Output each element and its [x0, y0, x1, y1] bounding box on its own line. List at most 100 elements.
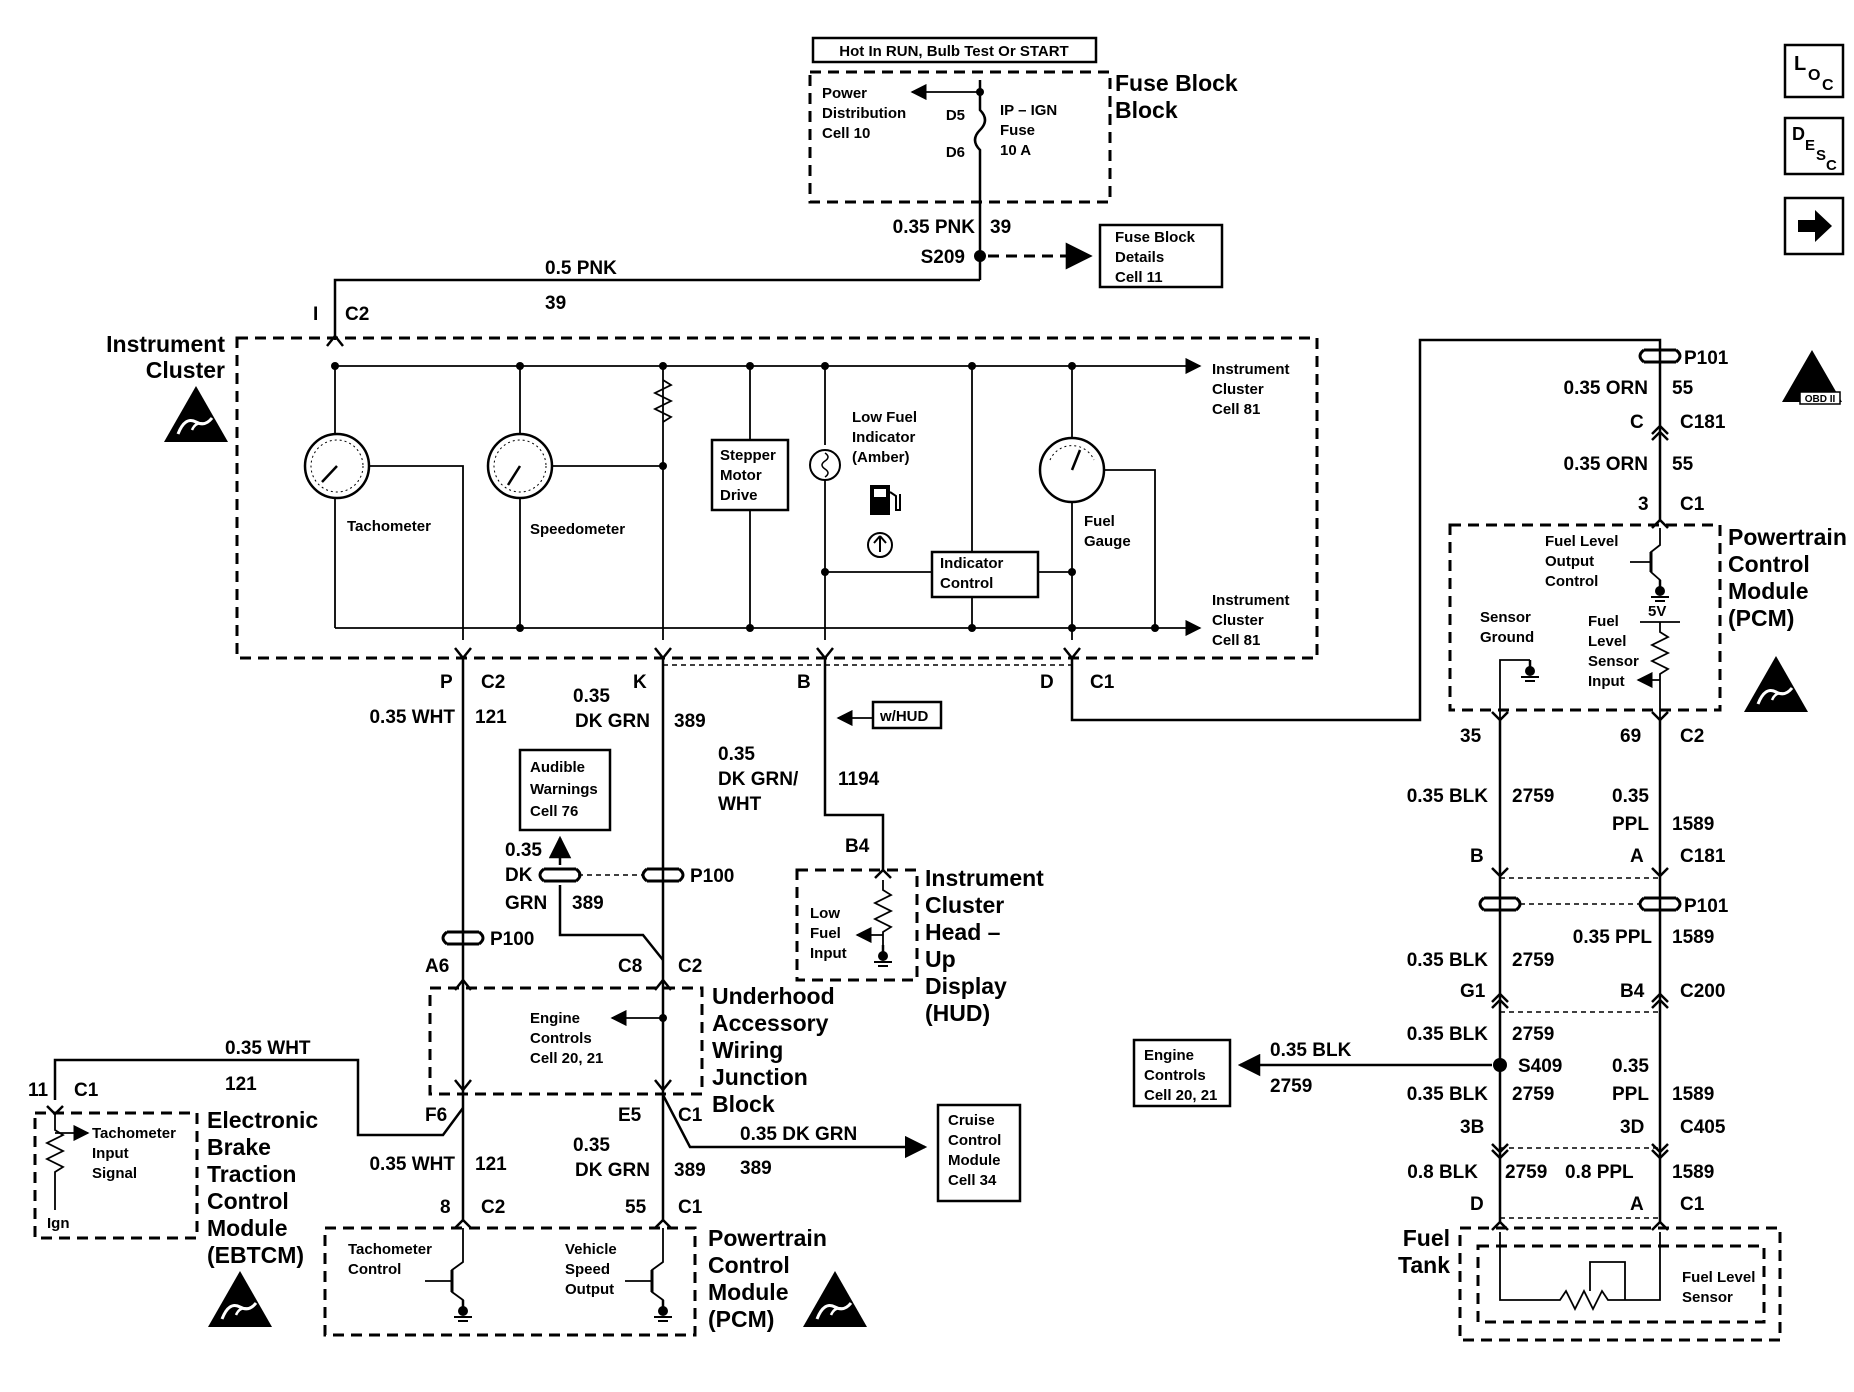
- svg-text:Cell 10: Cell 10: [822, 125, 870, 142]
- svg-text:Distribution: Distribution: [822, 105, 906, 122]
- pullup-resistor: [652, 379, 674, 423]
- p101-top-label: P101: [1684, 348, 1729, 369]
- svg-text:Indicator: Indicator: [940, 555, 1004, 572]
- next-button[interactable]: [1783, 196, 1845, 256]
- fuse-block-details-ref[interactable]: [1098, 223, 1224, 289]
- hud-title: Instrument Cluster Head – Up Display (HU…: [925, 865, 1044, 1026]
- power-mode-box: [811, 36, 1098, 64]
- wire-389-label-3: 0.35: [573, 1135, 610, 1156]
- tach-signal-wire: [369, 465, 464, 640]
- desc-button[interactable]: D E S C: [1783, 116, 1845, 176]
- ppl-1-num: 1589: [1672, 814, 1714, 835]
- side-wire-label-2: DK: [505, 865, 533, 886]
- power-distribution-ref[interactable]: Power Distribution Cell 10: [822, 85, 906, 142]
- wire-121-label-2: 0.35 WHT: [369, 1154, 455, 1175]
- ic-title-1: Instrument: [106, 331, 225, 357]
- ppl-3-line-2: PPL: [1612, 1084, 1649, 1105]
- svg-text:D: D: [1792, 124, 1805, 144]
- wire-389-num: 389: [674, 711, 706, 732]
- ic-ref-top-1[interactable]: Instrument: [1212, 361, 1290, 378]
- loc-button[interactable]: L O C: [1783, 43, 1845, 99]
- pin-d-c1: D: [1470, 1194, 1484, 1215]
- wire-05-pnk: [333, 278, 980, 340]
- esd-icon-pcm-right: [1742, 654, 1810, 714]
- svg-text:Head –: Head –: [925, 919, 1001, 945]
- uajb-engine-controls-ref[interactable]: Engine Controls Cell 20, 21: [530, 1010, 603, 1067]
- svg-text:Module: Module: [207, 1215, 288, 1241]
- ic-title-2: Cluster: [146, 357, 225, 383]
- svg-text:Cell 34: Cell 34: [948, 1172, 997, 1189]
- fuse-label-2: Fuse: [1000, 122, 1035, 139]
- hud-pin-b4: B4: [845, 836, 870, 857]
- cruise-control-ref[interactable]: [936, 1103, 1022, 1203]
- ebtcm-tach-3: Signal: [92, 1165, 137, 1182]
- fuse-ip-ign: [973, 80, 987, 280]
- pcm-vss-3: Output: [565, 1281, 614, 1298]
- svg-text:Audible: Audible: [530, 759, 585, 776]
- blk-row-1-num: 2759: [1512, 786, 1554, 807]
- pin-b4-c200: B4: [1620, 981, 1645, 1002]
- tachometer-label: Tachometer: [347, 518, 431, 535]
- svg-text:Control: Control: [940, 575, 993, 592]
- pcm-sensor-ground-icon: [1519, 658, 1541, 683]
- wire-039-num: 39: [990, 217, 1011, 238]
- uajb-title: Underhood Accessory Wiring Junction Bloc…: [712, 983, 835, 1117]
- pin-a6: A6: [425, 956, 449, 977]
- pcm-right-title: Powertrain Control Module (PCM): [1728, 524, 1847, 631]
- svg-text:Engine: Engine: [1144, 1047, 1194, 1064]
- speedometer-label: Speedometer: [530, 521, 625, 538]
- wire-1194-label-3: WHT: [718, 794, 762, 815]
- pcm-pin-8: 8: [440, 1197, 451, 1218]
- svg-text:Controls: Controls: [1144, 1067, 1206, 1084]
- wire-55-label-2: 0.35 ORN: [1564, 454, 1648, 475]
- wire-1194-label-2: DK GRN/: [718, 769, 799, 790]
- wire-55-orn: [1070, 338, 1662, 722]
- svg-text:Powertrain: Powertrain: [1728, 524, 1847, 550]
- svg-text:Control: Control: [207, 1188, 289, 1214]
- svg-text:C: C: [1826, 157, 1837, 174]
- pin-b: B: [797, 672, 811, 693]
- wire-121-num: 121: [475, 707, 507, 728]
- svg-text:Traction: Traction: [207, 1161, 296, 1187]
- svg-text:Fuse Block: Fuse Block: [1115, 229, 1196, 246]
- fuel-level-sensor-outline: [1476, 1244, 1766, 1324]
- pin-i: I: [313, 304, 318, 325]
- svg-text:Junction: Junction: [712, 1064, 808, 1090]
- svg-text:Details: Details: [1115, 249, 1164, 266]
- pin-c8: C8: [618, 956, 642, 977]
- svg-text:Drive: Drive: [720, 487, 758, 504]
- pin-a-c181: A: [1630, 846, 1644, 867]
- wire-05-pnk-num: 39: [545, 293, 566, 314]
- pcm-conn-c1: C1: [678, 1197, 703, 1218]
- pcm-sensor-2: Level: [1588, 633, 1626, 650]
- svg-text:(PCM): (PCM): [1728, 605, 1794, 631]
- ppl-1-line-1: 0.35: [1612, 786, 1649, 807]
- ic-ref-bot-1[interactable]: Instrument: [1212, 592, 1290, 609]
- svg-text:Electronic: Electronic: [207, 1107, 318, 1133]
- blk-row-3-num: 2759: [1512, 1024, 1554, 1045]
- speedometer-gauge: [486, 432, 554, 500]
- pcm-output-transistor: [1630, 528, 1661, 592]
- pcm-sensor-resistor: [1649, 622, 1671, 720]
- engine-controls-ref[interactable]: [1132, 1038, 1232, 1108]
- wire-389-side: [558, 885, 664, 961]
- esd-icon-ebtcm: [206, 1269, 274, 1329]
- fuse-label-3: 10 A: [1000, 142, 1031, 159]
- instrument-cluster-outline: [235, 336, 1319, 660]
- ebtcm-title: Electronic Brake Traction Control Module…: [207, 1107, 318, 1268]
- audible-warnings-ref[interactable]: [518, 748, 612, 832]
- pin-k: K: [633, 672, 647, 693]
- fuse-pin-d5: D5: [946, 107, 965, 124]
- fuse-block-title: Fuse Block: [1115, 70, 1238, 96]
- pin-a-c1: A: [1630, 1194, 1644, 1215]
- blk-row-1-wire: 0.35 BLK: [1407, 786, 1489, 807]
- svg-text:Module: Module: [1728, 578, 1809, 604]
- hud-input-1: Low: [810, 905, 840, 922]
- low-fuel-bulb: [809, 449, 841, 481]
- pin-3d: 3D: [1620, 1117, 1644, 1138]
- svg-text:C: C: [1822, 77, 1834, 94]
- wire-1194: [823, 658, 885, 870]
- side-wire-label-3: GRN: [505, 893, 547, 914]
- wire-121-to-ebtcm: [53, 1058, 465, 1137]
- fuel-level-wiper: [1589, 1261, 1626, 1300]
